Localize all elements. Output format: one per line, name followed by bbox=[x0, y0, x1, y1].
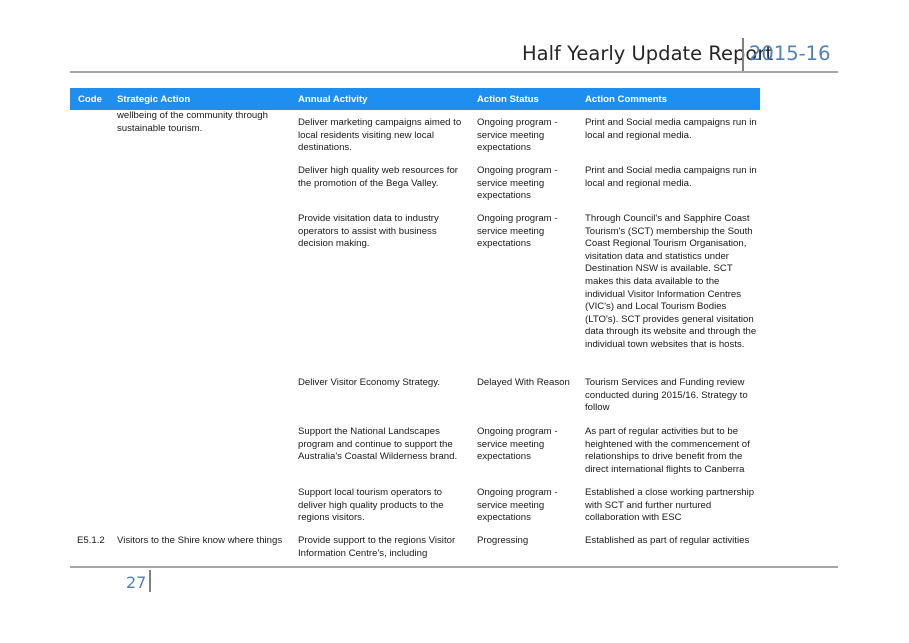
table-header: Code Strategic Action Annual Activity Ac… bbox=[70, 88, 760, 110]
action-status-cell: Ongoing program - service meeting expect… bbox=[477, 487, 558, 524]
code-cell: E5.1.2 bbox=[77, 535, 105, 546]
annual-activity-cell: Support the National Landscapes program … bbox=[298, 426, 458, 463]
annual-activity-cell: Provide visitation data to industry oper… bbox=[298, 213, 439, 250]
header-annual-activity: Annual Activity bbox=[298, 94, 368, 105]
action-status-cell: Delayed With Reason bbox=[477, 377, 570, 388]
annual-activity-cell: Deliver marketing campaigns aimed to loc… bbox=[298, 117, 462, 154]
action-status-cell: Progressing bbox=[477, 535, 529, 546]
header-code: Code bbox=[78, 94, 102, 105]
strategic-action-cell: wellbeing of the community through susta… bbox=[117, 110, 268, 134]
action-comments-cell: Through Council's and Sapphire Coast Tou… bbox=[585, 213, 757, 350]
action-status-cell: Ongoing program - service meeting expect… bbox=[477, 426, 558, 463]
action-comments-cell: Tourism Services and Funding review cond… bbox=[585, 377, 748, 414]
header-rule bbox=[70, 71, 838, 73]
page-number: 27 bbox=[126, 573, 147, 592]
action-comments-cell: Established a close working partnership … bbox=[585, 487, 755, 524]
header-action-comments: Action Comments bbox=[585, 94, 668, 105]
action-status-cell: Ongoing program - service meeting expect… bbox=[477, 213, 558, 250]
annual-activity-cell: Deliver high quality web resources for t… bbox=[298, 165, 458, 189]
action-status-cell: Ongoing program - service meeting expect… bbox=[477, 117, 558, 154]
footer-divider bbox=[149, 570, 151, 592]
action-comments-cell: Established as part of regular activitie… bbox=[585, 535, 750, 546]
annual-activity-cell: Deliver Visitor Economy Strategy. bbox=[298, 377, 441, 388]
header-action-status: Action Status bbox=[477, 94, 539, 105]
header-divider bbox=[742, 38, 744, 72]
annual-activity-cell: Provide support to the regions Visitor I… bbox=[298, 535, 456, 559]
action-status-cell: Ongoing program - service meeting expect… bbox=[477, 165, 558, 202]
strategic-action-cell: Visitors to the Shire know where things bbox=[117, 535, 283, 546]
footer-rule bbox=[70, 566, 838, 568]
report-title: Half Yearly Update Report bbox=[522, 42, 773, 65]
report-year: 2015-16 bbox=[749, 42, 831, 65]
action-comments-cell: Print and Social media campaigns run in … bbox=[585, 117, 757, 141]
annual-activity-cell: Support local tourism operators to deliv… bbox=[298, 487, 444, 524]
header-strategic-action: Strategic Action bbox=[117, 94, 191, 105]
action-comments-cell: As part of regular activities but to be … bbox=[585, 426, 750, 475]
action-comments-cell: Print and Social media campaigns run in … bbox=[585, 165, 757, 189]
